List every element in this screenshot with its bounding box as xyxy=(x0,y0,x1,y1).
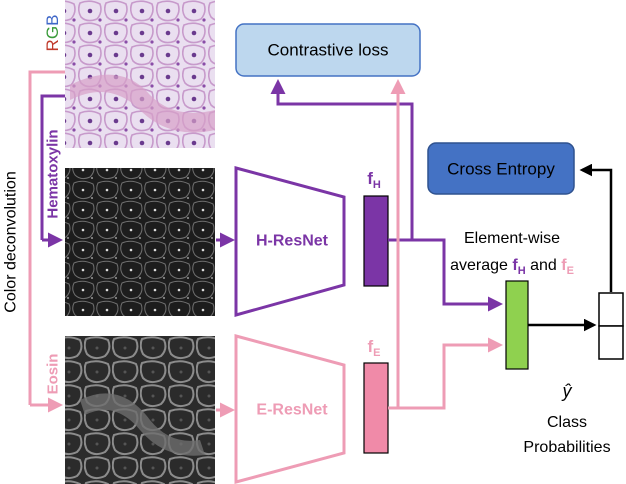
e-resnet-label: E-ResNet xyxy=(256,402,328,419)
cross-entropy-label: Cross Entropy xyxy=(447,160,555,179)
rgb-label: RGB xyxy=(43,15,62,52)
output-vector xyxy=(598,292,624,360)
h-resnet-block xyxy=(234,166,346,317)
average-label-line1: Element-wise xyxy=(464,230,560,247)
output-label-line2: Probabilities xyxy=(523,439,610,456)
output-label-line1: Class xyxy=(547,414,587,431)
eosin-label: Eosin xyxy=(45,354,62,395)
eosin-channel-image xyxy=(65,336,215,484)
cross-entropy-box xyxy=(427,142,575,195)
feature-vector-h xyxy=(363,195,389,287)
hematoxylin-label: Hematoxylin xyxy=(45,129,62,218)
e-feature-paths xyxy=(388,79,503,410)
h-resnet-label: H-ResNet xyxy=(256,233,329,250)
deconvolution-connector xyxy=(28,70,65,413)
feature-vector-e xyxy=(363,362,389,454)
histology-rgb-image xyxy=(65,0,215,148)
average-label-line2: average fH and fE xyxy=(450,257,574,277)
feature-e-label: fE xyxy=(367,337,380,359)
output-symbol: ŷ xyxy=(561,381,573,401)
feature-h-label: fH xyxy=(367,169,381,191)
e-resnet-block xyxy=(234,334,346,484)
hematoxylin-channel-image xyxy=(65,168,215,316)
h-feature-paths xyxy=(270,79,503,312)
contrastive-loss-box xyxy=(235,23,421,77)
hematoxylin-connector xyxy=(40,94,65,248)
contrastive-loss-label: Contrastive loss xyxy=(268,41,389,60)
arrow-to-cross-entropy xyxy=(579,163,613,292)
color-deconvolution-label: Color deconvolution xyxy=(3,171,20,312)
averaged-feature-vector xyxy=(505,280,529,370)
